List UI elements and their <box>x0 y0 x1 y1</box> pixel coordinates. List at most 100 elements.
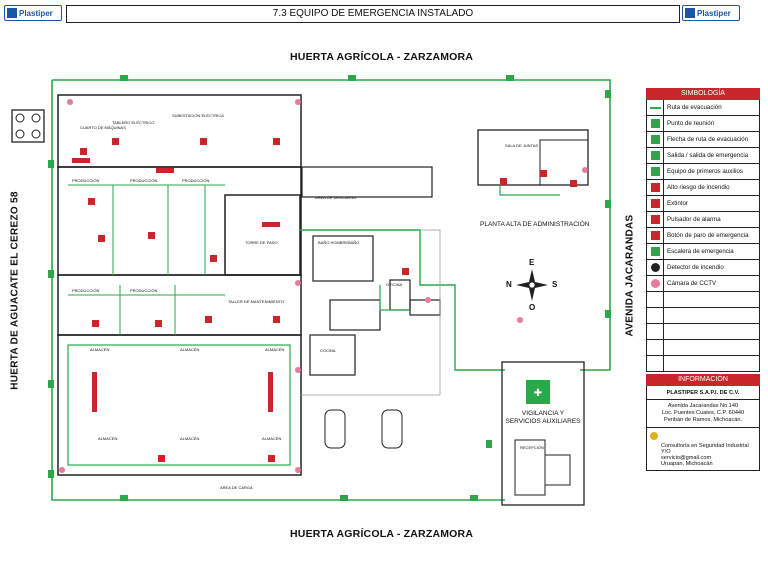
svg-text:✚: ✚ <box>534 388 542 399</box>
label-bottom-boundary: HUERTA AGRÍCOLA - ZARZAMORA <box>290 528 474 540</box>
evacuation-route-perimeter-left <box>51 80 505 501</box>
camera-icon <box>647 276 664 291</box>
left-equipment-block <box>11 109 45 143</box>
route-arrow-icon <box>647 132 664 147</box>
legend-item: Botón de paro de emergencia <box>646 228 760 244</box>
tower-room <box>224 194 301 276</box>
warehouse-block <box>57 334 302 476</box>
legend-item: Pulsador de alarma <box>646 212 760 228</box>
room-label: BAÑO HOMBRE <box>318 240 349 245</box>
legend-item-label: Extintor <box>667 200 688 207</box>
compass-e: E <box>529 258 535 267</box>
room-label: COCINA <box>320 348 336 353</box>
legend-item-label: Flecha de ruta de evacuación <box>667 136 749 143</box>
vigilance-label: VIGILANCIA Y SERVICIOS AUXILIARES <box>505 410 581 425</box>
legend-item-label: Detector de incendio <box>667 264 724 271</box>
room-label: TALLER DE MANTENIMIENTO <box>228 299 285 304</box>
company-logo-left: Plastiper <box>4 5 62 21</box>
stairs-icon <box>647 244 664 259</box>
building-top-block <box>57 94 302 168</box>
legend-item-label: Salida / salida de emergencia <box>667 152 749 159</box>
room-label: AREA DE CARGA <box>220 485 253 490</box>
kitchen-block <box>309 334 356 376</box>
room-label: BAÑO <box>348 240 360 245</box>
stop-button-icon <box>647 228 664 243</box>
warehouse-route <box>67 344 291 466</box>
info-title: INFORMACIÓN <box>646 374 760 386</box>
room-label: ALMACÉN <box>180 436 200 441</box>
label-top-boundary: HUERTA AGRÍCOLA - ZARZAMORA <box>290 51 474 63</box>
room-label: PRODUCCIÓN <box>130 288 158 293</box>
room-label: PRODUCCIÓN <box>72 288 100 293</box>
compass-n: N <box>506 280 512 289</box>
first-aid-icon <box>647 164 664 179</box>
legend-item-label: Alto riesgo de incendio <box>667 184 730 191</box>
compass-rose-icon <box>516 269 548 301</box>
legend-item: Punto de reunión <box>646 116 760 132</box>
evacuation-route-perimeter <box>52 79 611 371</box>
legend-item: Alto riesgo de incendio <box>646 180 760 196</box>
room-label: ALMACÉN <box>265 347 285 352</box>
arrow-icon <box>647 100 664 115</box>
legend-item-label: Botón de paro de emergencia <box>667 232 749 239</box>
exit-icon <box>647 148 664 163</box>
company-logo-right: Plastiper <box>682 5 740 21</box>
legend-item: Ruta de evacuación <box>646 100 760 116</box>
extinguisher-icon <box>647 196 664 211</box>
legend-item: Salida / salida de emergencia <box>646 148 760 164</box>
upper-admin-plan <box>477 129 589 186</box>
room-label: ALMACÉN <box>90 347 110 352</box>
reception <box>409 299 441 316</box>
logo-mark-icon <box>7 8 17 18</box>
legend-item-label: Punto de reunión <box>667 120 715 127</box>
room-label: ALMACÉN <box>262 436 282 441</box>
room-label: TORRE DE PASO <box>245 240 278 245</box>
legend-item-label: Ruta de evacuación <box>667 104 722 111</box>
page-title: 7.3 EQUIPO DE EMERGENCIA INSTALADO <box>66 5 680 23</box>
room-label: ALMACÉN <box>98 436 118 441</box>
logo-mark-icon <box>685 8 695 18</box>
meeting-point-icon <box>647 116 664 131</box>
room-label: SALA DE JUNTAS <box>505 143 539 148</box>
legend-item-label: Pulsador de alarma <box>667 216 721 223</box>
meeting-point-icon <box>526 380 550 404</box>
room-label: PRODUCCIÓN <box>72 178 100 183</box>
legend-item-label: Escalera de emergencia <box>667 248 734 255</box>
legend-item: Escalera de emergencia <box>646 244 760 260</box>
unloading-area <box>301 166 433 198</box>
room-label: TABLERO ELÉCTRICO <box>112 120 155 125</box>
room-label: AREA DE DESCARGA <box>315 195 356 200</box>
info-company: PLASTIPER S.A.P.I. DE C.V. <box>646 386 760 400</box>
header: Plastiper 7.3 EQUIPO DE EMERGENCIA INSTA… <box>4 3 764 23</box>
office-block <box>329 299 381 331</box>
fire-risk-icon <box>647 180 664 195</box>
legend-item: Detector de incendio <box>646 260 760 276</box>
legend-item-label: Equipo de primeros auxilios <box>667 168 744 175</box>
production-block <box>57 166 302 276</box>
room-label: PRODUCCIÓN <box>130 178 158 183</box>
info-consult: Consultoría en Seguridad Industrial Y/O … <box>646 428 760 471</box>
legend-item: Equipo de primeros auxilios <box>646 164 760 180</box>
room-label: CUARTO DE MÁQUINAS <box>80 125 126 130</box>
room-label: OFICINA <box>386 282 403 287</box>
room-label: RECEPCIÓN <box>520 445 544 450</box>
vigilance-block <box>501 361 585 506</box>
legend-item: Flecha de ruta de evacuación <box>646 132 760 148</box>
legend-item: Cámara de CCTV <box>646 276 760 292</box>
legend-title: SIMBOLOGÍA <box>646 88 760 100</box>
compass-s: S <box>552 280 558 289</box>
car-1 <box>324 409 346 449</box>
alarm-button-icon <box>647 212 664 227</box>
consult-logo-icon <box>650 432 658 440</box>
room-label: PRODUCCIÓN <box>182 178 210 183</box>
upper-floor-label: PLANTA ALTA DE ADMINISTRACIÓN <box>480 221 590 228</box>
room-label: SUBESTACIÓN ELÉCTRICA <box>172 113 224 118</box>
restrooms <box>312 235 374 282</box>
compass-o: O <box>529 303 536 312</box>
detector-icon <box>647 260 664 275</box>
legend-item: Extintor <box>646 196 760 212</box>
room-label: ALMACÉN <box>180 347 200 352</box>
info-address: Avenida Jacarandas No.140 Loc. Puentes C… <box>646 400 760 428</box>
legend-item-label: Cámara de CCTV <box>667 280 717 287</box>
